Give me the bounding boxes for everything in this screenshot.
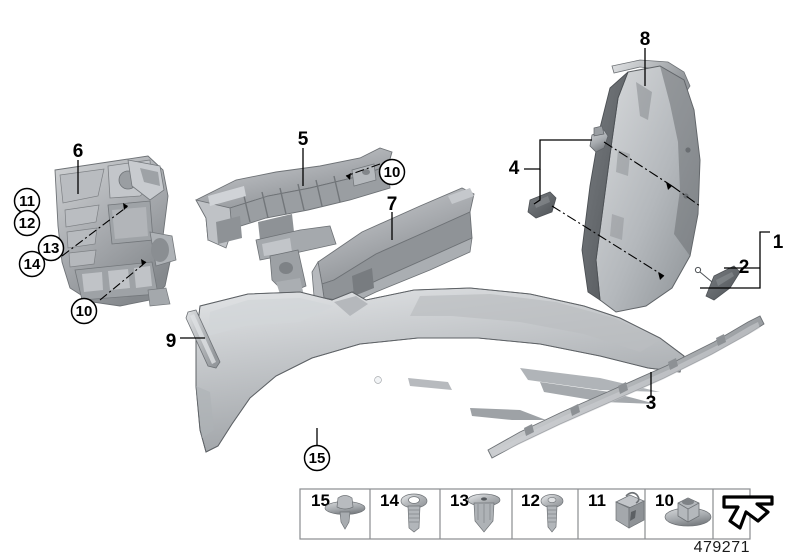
callout-8-label: 8 (640, 29, 651, 50)
callout-11-label: 11 (19, 193, 35, 210)
assembly-axis-lines-left (61, 163, 381, 301)
legend-15-number: 15 (311, 491, 330, 510)
leader-lines (77, 48, 770, 396)
legend-13-number: 13 (450, 491, 469, 510)
expansion-rivet-icon (467, 493, 501, 533)
callout-9-label: 9 (166, 331, 177, 352)
part-9-side-trim-strip (185, 309, 221, 369)
callout-7-label: 7 (387, 194, 398, 215)
callout-3[interactable]: 3 (646, 393, 657, 414)
callout-8[interactable]: 8 (640, 29, 651, 50)
assembly-axis-arrowheads (123, 173, 672, 280)
part-7-impact-bar (311, 187, 475, 313)
part-5-side-guide-bracket (195, 147, 393, 300)
part-6-side-mount-bracket (54, 155, 177, 307)
legend-14-number: 14 (380, 491, 399, 510)
assembly-axis-lines (551, 141, 701, 277)
torx-button-head-screw-icon (400, 493, 428, 533)
callout-14-label: 14 (24, 256, 41, 273)
callout-11[interactable]: 11 (13, 187, 41, 215)
push-rivet-wide-head-icon (324, 495, 366, 530)
legend-item-11[interactable]: 11 (588, 491, 645, 529)
part-15-main-bumper-cover (195, 287, 685, 453)
callout-7[interactable]: 7 (387, 194, 398, 215)
callout-13[interactable]: 13 (37, 234, 65, 262)
callout-10-lower-label: 10 (76, 303, 93, 320)
legend-11-number: 11 (588, 491, 606, 510)
square-clip-nut-icon (615, 491, 645, 529)
view-direction-arrow-icon (722, 495, 774, 530)
legend-10-number: 10 (655, 491, 674, 510)
callout-6[interactable]: 6 (73, 141, 84, 162)
callout-9[interactable]: 9 (166, 331, 177, 352)
callout-3-label: 3 (646, 393, 657, 414)
callout-6-label: 6 (73, 141, 84, 162)
legend-strip: 15 14 13 (299, 488, 774, 540)
part-4-mounting-hardware (527, 125, 609, 219)
callout-4-label: 4 (509, 158, 520, 179)
callout-2[interactable]: 2 (739, 257, 750, 278)
callout-4[interactable]: 4 (509, 158, 520, 179)
callout-15-label: 15 (309, 450, 326, 467)
legend-item-12[interactable]: 12 (521, 491, 564, 533)
legend-item-15[interactable]: 15 (311, 491, 366, 530)
callout-12[interactable]: 12 (13, 209, 41, 237)
callout-5[interactable]: 5 (298, 129, 309, 150)
callout-1[interactable]: 1 (773, 232, 784, 253)
callout-10-lower[interactable]: 10 (70, 297, 98, 325)
legend-item-10[interactable]: 10 (655, 491, 712, 527)
bumper-cover-right-section (581, 65, 701, 313)
callout-15[interactable]: 15 (303, 428, 331, 472)
legend-view-arrow-cell (722, 495, 774, 530)
part-2-cover-cap (694, 265, 741, 301)
callout-12-label: 12 (19, 215, 36, 232)
callout-10-upper[interactable]: 10 (378, 158, 406, 186)
part-3-lower-trim-strip (487, 315, 765, 459)
legend-item-14[interactable]: 14 (380, 491, 428, 533)
diagram-id-number: 479271 (694, 539, 750, 556)
flange-hex-nut-icon (664, 497, 712, 527)
callout-14[interactable]: 14 (18, 250, 46, 278)
callout-2-label: 2 (739, 257, 750, 278)
callout-5-label: 5 (298, 129, 309, 150)
callout-10-upper-label: 10 (384, 164, 401, 181)
callout-13-label: 13 (43, 240, 60, 257)
callout-1-label: 1 (773, 232, 784, 253)
legend-12-number: 12 (521, 491, 540, 510)
legend-item-13[interactable]: 13 (450, 491, 501, 533)
hex-socket-button-screw-icon (540, 494, 564, 533)
